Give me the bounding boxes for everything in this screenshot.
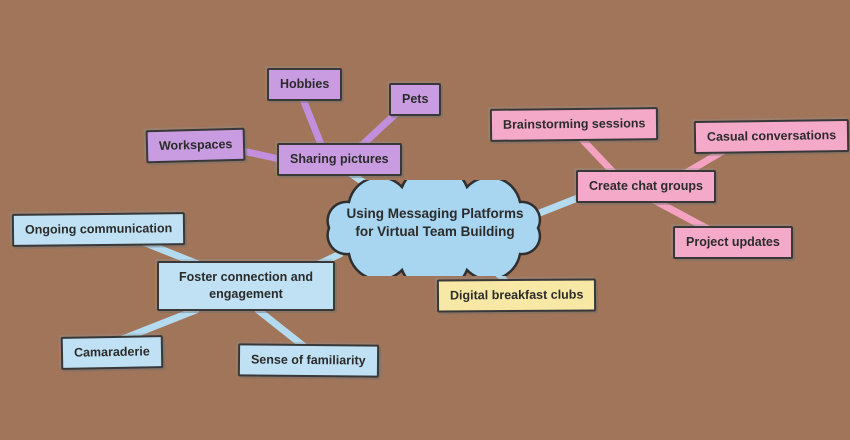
edge-sharing-hobbies <box>297 90 326 151</box>
node-digital-breakfast-clubs[interactable]: Digital breakfast clubs <box>436 278 597 313</box>
node-sense-of-familiarity[interactable]: Sense of familiarity <box>237 343 379 378</box>
edge-foster-sense <box>254 306 310 352</box>
node-pets[interactable]: Pets <box>389 83 442 116</box>
node-foster-connection[interactable]: Foster connection and engagement <box>157 261 335 311</box>
node-hobbies[interactable]: Hobbies <box>267 68 343 101</box>
node-camaraderie[interactable]: Camaraderie <box>60 335 164 370</box>
node-ongoing-communication[interactable]: Ongoing communication <box>11 212 186 247</box>
cloud-shape[interactable] <box>326 180 542 276</box>
node-brainstorming-sessions[interactable]: Brainstorming sessions <box>489 107 659 142</box>
node-workspaces[interactable]: Workspaces <box>145 127 246 164</box>
node-sharing-pictures[interactable]: Sharing pictures <box>277 143 402 176</box>
node-create-chat-groups[interactable]: Create chat groups <box>576 170 716 203</box>
central-topic-cloud[interactable] <box>322 180 547 276</box>
node-casual-conversations[interactable]: Casual conversations <box>693 118 850 155</box>
node-project-updates[interactable]: Project updates <box>673 226 793 259</box>
edge-chat-project <box>648 195 712 233</box>
